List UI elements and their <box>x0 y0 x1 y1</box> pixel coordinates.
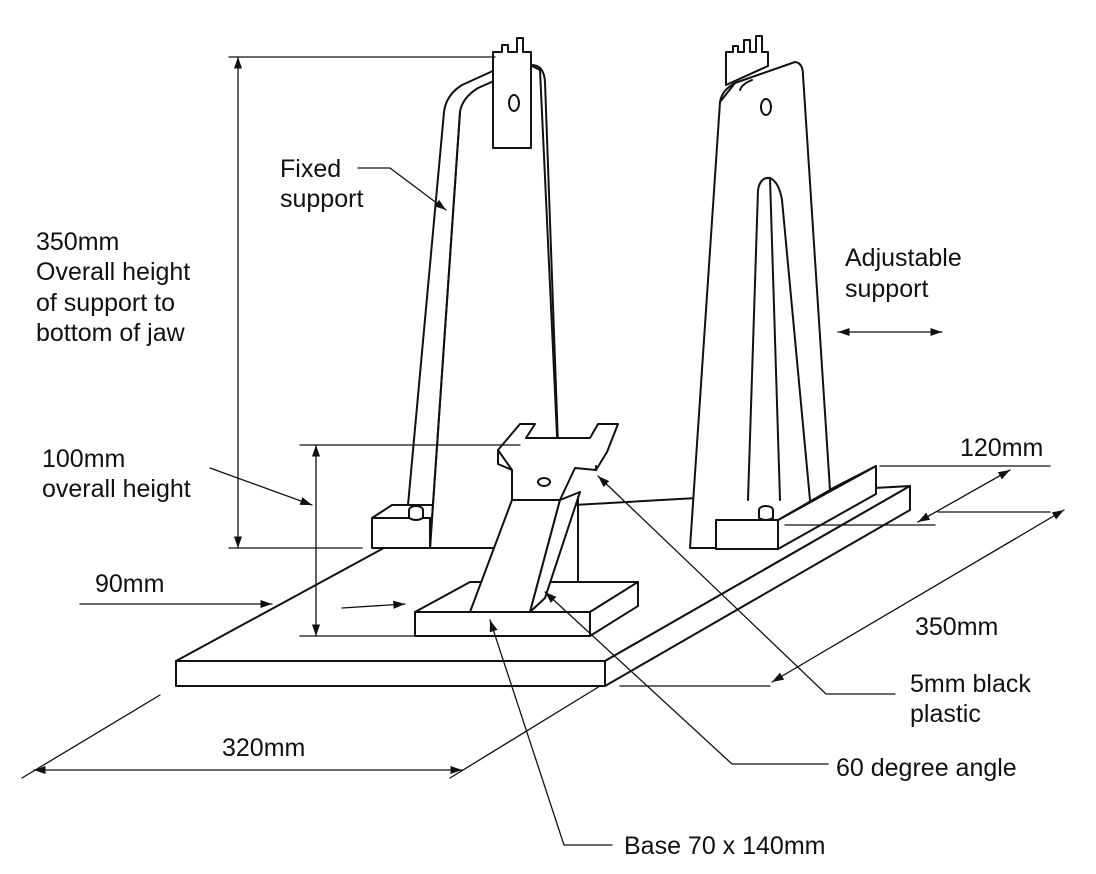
center-jig-top-plate <box>497 423 619 501</box>
center-jig-leg <box>469 491 581 613</box>
fixed-support-label: Fixed support <box>280 155 363 213</box>
height-350-dimension <box>228 56 496 549</box>
width-320-label: 320mm <box>222 734 305 762</box>
adjustable-support <box>689 61 877 550</box>
depth-90-label: 90mm <box>95 570 164 598</box>
angle-label: 60 degree angle <box>836 754 1017 782</box>
overall-height-label: 350mm Overall height of support to botto… <box>36 228 197 347</box>
base-label: Base 70 x 140mm <box>624 832 826 860</box>
height-100-dimension <box>299 444 521 637</box>
depth-120-label: 120mm <box>960 434 1043 462</box>
base-leader <box>489 619 613 846</box>
adjustable-support-label: Adjustable support <box>845 244 969 303</box>
angle-leader <box>544 591 829 765</box>
length-350-dimension <box>619 509 1065 687</box>
fixed-jaw-plate <box>492 37 532 149</box>
depth-90-dimension <box>79 599 406 609</box>
length-350-label: 350mm <box>915 613 998 641</box>
plastic-leader <box>597 475 896 695</box>
fixed-support-leader <box>357 167 447 211</box>
jig-height-label: 100mm overall height <box>42 445 191 503</box>
plastic-label: 5mm black plastic <box>910 670 1038 728</box>
jig-height-leader <box>209 467 313 506</box>
adjustable-jaw-plate <box>725 35 772 116</box>
width-320-dimension <box>21 685 601 779</box>
